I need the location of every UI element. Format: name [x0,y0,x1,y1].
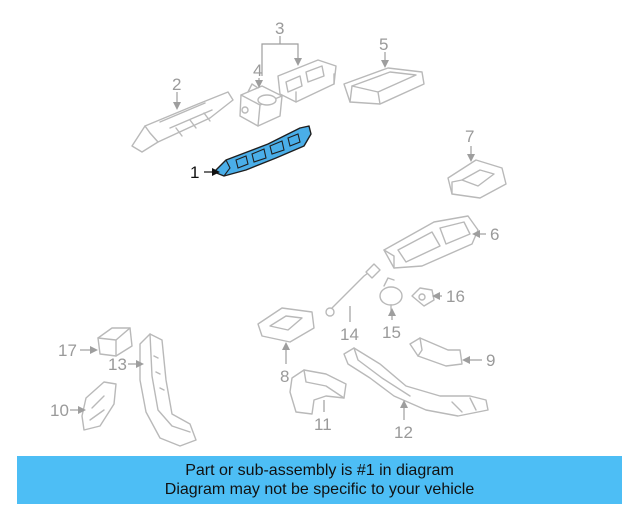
callout-2[interactable]: 2 [172,75,181,94]
part-16-clip[interactable] [411,287,435,307]
callout-11[interactable]: 11 [314,415,332,434]
part-8-lower-vent[interactable] [257,307,315,343]
leader-lines [70,36,486,420]
part-12-floor-duct[interactable] [343,347,489,417]
part-10-bracket[interactable] [81,381,117,431]
part-4-actuator[interactable] [239,83,283,127]
part-1-highlighted-duct[interactable] [213,125,312,177]
part-14-cable[interactable] [325,263,381,317]
callout-15[interactable]: 15 [382,323,401,342]
part-15-small-motor[interactable] [379,277,403,313]
banner-line-part: Part or sub-assembly is #1 in diagram [185,462,454,479]
part-2-defroster-duct[interactable] [131,91,234,153]
callout-14[interactable]: 14 [340,325,359,344]
part-7-side-vent[interactable] [447,159,507,199]
callout-1[interactable]: 1 [190,163,199,182]
callout-9[interactable]: 9 [486,351,495,370]
callout-4[interactable]: 4 [253,61,262,80]
callout-13[interactable]: 13 [108,355,127,374]
callout-16[interactable]: 16 [446,287,465,306]
callout-7[interactable]: 7 [465,127,474,146]
callout-3[interactable]: 3 [275,19,284,38]
callout-10[interactable]: 10 [50,401,69,420]
callout-5[interactable]: 5 [379,35,388,54]
callout-12[interactable]: 12 [394,423,413,442]
part-5-panel-vent[interactable] [343,67,425,105]
callout-6[interactable]: 6 [490,225,499,244]
banner-line-disclaimer: Diagram may not be specific to your vehi… [164,481,475,498]
part-17-block[interactable] [97,327,133,357]
part-9-angled-duct[interactable] [409,337,463,367]
info-banner: Part or sub-assembly is #1 in diagram Di… [17,456,622,504]
part-6-outlet[interactable] [383,215,479,269]
parts-diagram: 1 2 3 4 5 6 7 8 9 10 11 12 13 14 15 16 1… [50,19,507,447]
part-3-center-vent[interactable] [277,59,337,103]
callout-8[interactable]: 8 [280,367,289,386]
part-11-elbow-duct[interactable] [289,369,347,415]
part-13-vertical-duct[interactable] [139,333,197,447]
callout-17[interactable]: 17 [58,341,77,360]
callout-labels: 1 2 3 4 5 6 7 8 9 10 11 12 13 14 15 16 1… [50,19,499,442]
